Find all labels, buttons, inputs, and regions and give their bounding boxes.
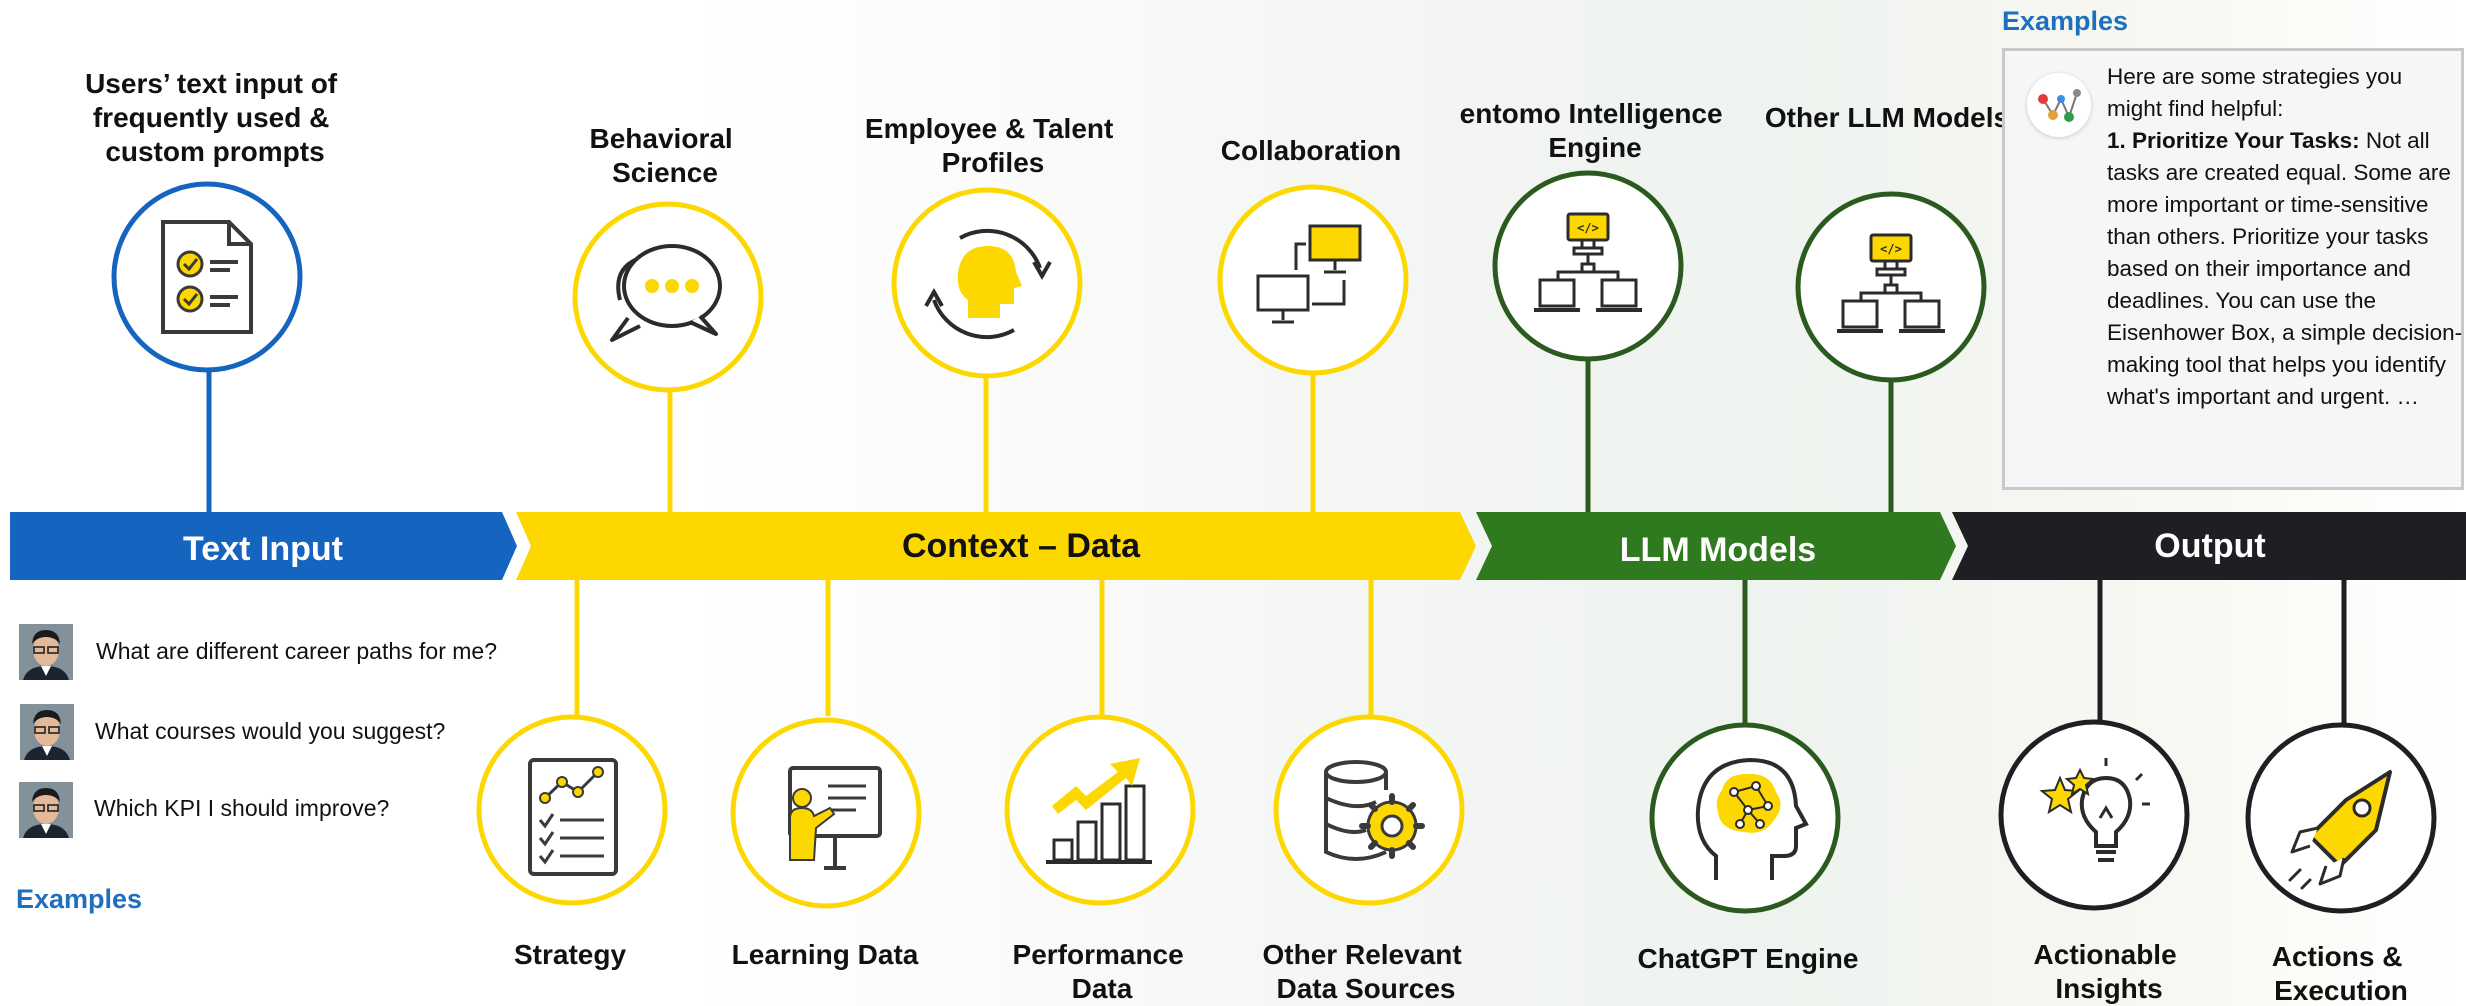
node-actionable-insights: Actionable Insights bbox=[1998, 719, 2190, 1004]
band-text-input-label: Text Input bbox=[183, 530, 343, 568]
band-output: Output bbox=[1952, 512, 2466, 580]
node-users-input-label: Users’ text input of frequently used & c… bbox=[85, 68, 345, 167]
examples-questions: What are different career paths for me? … bbox=[16, 623, 497, 914]
node-actions-execution-label: Actions & Execution bbox=[2272, 941, 2410, 1006]
band-llm-models-label: LLM Models bbox=[1620, 531, 1816, 569]
node-other-data-sources-label: Other Relevant Data Sources bbox=[1263, 939, 1470, 1004]
examples-heading-left: Examples bbox=[16, 884, 142, 914]
output-example-card: Here are some strategies you might find … bbox=[2002, 48, 2464, 490]
presenter-board-icon bbox=[788, 766, 882, 870]
examples-heading-right: Examples bbox=[2002, 6, 2128, 36]
node-users-input: Users’ text input of frequently used & c… bbox=[85, 68, 345, 373]
output-point-body: Not all tasks are created equal. Some ar… bbox=[2107, 128, 2463, 409]
avatar bbox=[18, 623, 74, 681]
networked-computers-icon bbox=[1256, 224, 1362, 324]
node-employee-talent: Employee & Talent Profiles bbox=[865, 113, 1121, 379]
output-point-title: 1. Prioritize Your Tasks: bbox=[2107, 128, 2360, 153]
growth-bars-icon bbox=[1046, 758, 1152, 864]
band-output-label: Output bbox=[2154, 527, 2265, 565]
avatar bbox=[18, 781, 74, 839]
node-entomo-engine-label: entomo Intelligence Engine bbox=[1460, 98, 1731, 163]
band-context-data: Context – Data bbox=[516, 512, 1476, 580]
database-gear-icon bbox=[1324, 760, 1425, 861]
node-chatgpt-engine: ChatGPT Engine bbox=[1638, 722, 1859, 974]
band-context-data-label: Context – Data bbox=[902, 527, 1141, 565]
assistant-logo bbox=[2027, 73, 2091, 137]
chat-bubbles-icon bbox=[610, 244, 722, 342]
strategy-clipboard-icon bbox=[528, 758, 618, 876]
example-question: Which KPI I should improve? bbox=[94, 795, 389, 821]
head-cycle-icon bbox=[924, 228, 1052, 340]
node-collaboration-label: Collaboration bbox=[1221, 135, 1401, 166]
example-question: What courses would you suggest? bbox=[95, 718, 445, 744]
node-actions-execution: Actions & Execution bbox=[2245, 722, 2437, 1006]
avatar bbox=[19, 703, 75, 761]
connector-lines bbox=[206, 360, 2347, 724]
band-text-input: Text Input bbox=[10, 512, 517, 580]
output-example-text: Here are some strategies you might find … bbox=[2107, 61, 2463, 413]
node-collaboration: Collaboration bbox=[1217, 135, 1409, 376]
node-behavioral-science: Behavioral Science bbox=[572, 123, 764, 393]
example-question: What are different career paths for me? bbox=[96, 638, 497, 664]
node-actionable-insights-label: Actionable Insights bbox=[2034, 939, 2185, 1004]
node-employee-talent-label: Employee & Talent Profiles bbox=[865, 113, 1121, 178]
node-behavioral-science-label: Behavioral Science bbox=[590, 123, 741, 188]
node-performance-data-label: Performance Data bbox=[1013, 939, 1192, 1004]
node-learning-data-label: Learning Data bbox=[732, 939, 919, 970]
node-chatgpt-engine-label: ChatGPT Engine bbox=[1638, 943, 1859, 974]
band-llm-models: LLM Models bbox=[1476, 512, 1956, 580]
node-strategy: Strategy bbox=[476, 714, 668, 970]
checklist-document-icon bbox=[161, 220, 253, 334]
node-other-llm-models-label: Other LLM Models bbox=[1765, 102, 2009, 133]
node-learning-data: Learning Data bbox=[730, 717, 922, 970]
lightbulb-stars-icon bbox=[2039, 758, 2150, 862]
output-intro: Here are some strategies you might find … bbox=[2107, 64, 2403, 121]
node-other-llm-models: Other LLM Models bbox=[1765, 102, 2009, 383]
brain-head-icon bbox=[1695, 757, 1809, 880]
node-entomo-engine: entomo Intelligence Engine bbox=[1460, 98, 1731, 362]
node-performance-data: Performance Data bbox=[1004, 714, 1196, 1004]
node-other-data-sources: Other Relevant Data Sources bbox=[1263, 714, 1470, 1004]
assistant-logo-icon bbox=[2038, 89, 2081, 122]
rocket-icon bbox=[2288, 770, 2392, 890]
node-strategy-label: Strategy bbox=[514, 939, 626, 970]
